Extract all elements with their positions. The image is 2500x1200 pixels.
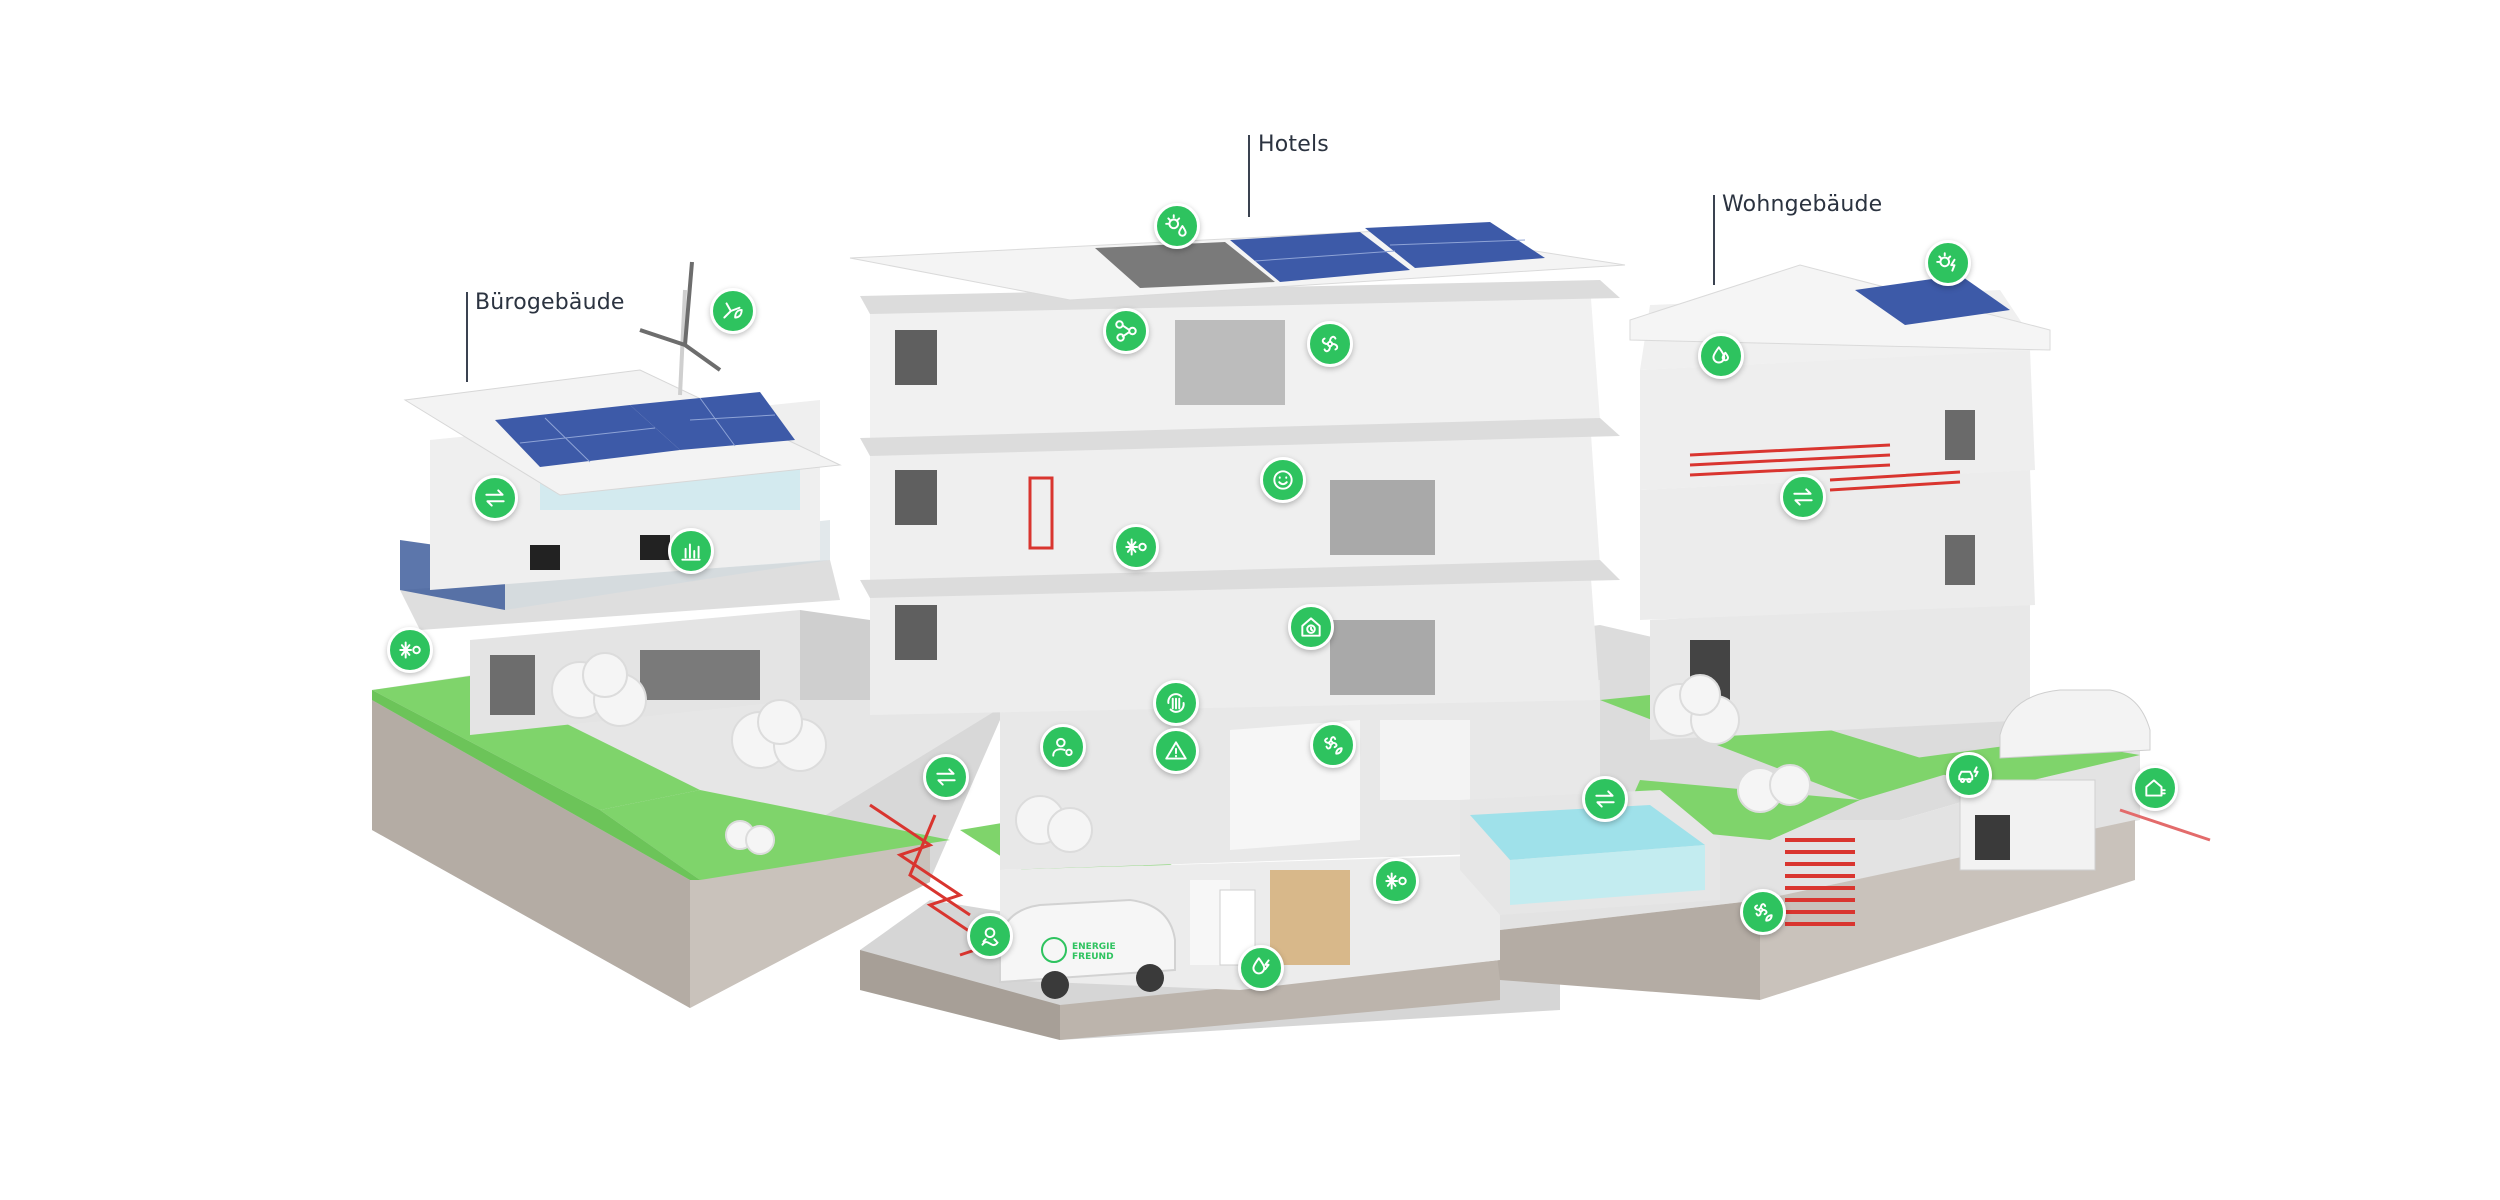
hotspot-office-heatpump[interactable]: [387, 627, 433, 673]
residential-label-leader: [1713, 195, 1715, 285]
office-label-leader: [466, 292, 468, 382]
sun-drop-icon: [1165, 214, 1187, 237]
van: [999, 898, 1176, 999]
hotspot-res-roof-solar[interactable]: [1925, 240, 1971, 286]
hotspot-hotel-comfort[interactable]: [1260, 457, 1306, 503]
hotspot-office-monitoring[interactable]: [668, 528, 714, 574]
snowflake-sun-icon: [1125, 538, 1147, 556]
office-building: [400, 261, 870, 735]
van-brand-line-1: ENERGIE: [1072, 942, 1116, 952]
hotspot-res-exchange[interactable]: [1780, 474, 1826, 520]
wind-leaf-icon: [723, 302, 743, 319]
residential-label: Wohngebäude: [1722, 192, 1883, 217]
bar-chart-icon: [681, 543, 701, 561]
hotspot-pool-exchange[interactable]: [1582, 776, 1628, 822]
battery-drop-icon: [1252, 957, 1270, 975]
fan-icon: [1321, 335, 1339, 353]
exchange-arrows-icon: [485, 489, 505, 507]
hotspot-ground-exchange[interactable]: [923, 754, 969, 800]
smiley-icon: [1273, 470, 1293, 490]
office-label: Bürogebäude: [475, 290, 625, 315]
hotels-label-leader: [1248, 135, 1250, 217]
car-bolt-icon: [1958, 766, 1979, 784]
exchange-arrows-icon: [1793, 488, 1813, 506]
snowflake-sun-icon: [1385, 872, 1407, 890]
network-nodes-icon: [1115, 320, 1137, 342]
residential-building: [1629, 264, 2211, 926]
hotspot-res-grid[interactable]: [2132, 765, 2178, 811]
hotspot-hotel-kitchen-fan[interactable]: [1310, 722, 1356, 768]
hotspot-office-exchange[interactable]: [472, 475, 518, 521]
fan-leaf-icon: [1324, 736, 1343, 755]
hotspot-hotel-heating[interactable]: [1153, 680, 1199, 726]
snowflake-sun-icon: [399, 641, 421, 659]
water-drop-icon: [1712, 346, 1730, 364]
trees: [551, 652, 1811, 855]
fan-leaf-icon: [1754, 903, 1773, 922]
house-plug-icon: [2145, 779, 2166, 797]
hotspot-res-storage[interactable]: [1740, 889, 1786, 935]
hotspot-geothermal[interactable]: [967, 913, 1013, 959]
hotspot-hotel-roof-solar[interactable]: [1154, 203, 1200, 249]
exchange-arrows-icon: [936, 768, 956, 786]
hotspot-hotel-warning[interactable]: [1153, 728, 1199, 774]
radiator-cycle-icon: [1167, 693, 1185, 713]
sun-bolt-icon: [1936, 252, 1956, 272]
hotels-label: Hotels: [1258, 132, 1329, 157]
hotspot-hotel-climate[interactable]: [1113, 524, 1159, 570]
pool: [1460, 790, 1720, 915]
hotspot-cellar-climate[interactable]: [1373, 858, 1419, 904]
hotspot-hotel-network[interactable]: [1103, 308, 1149, 354]
van-brand: ENERGIE FREUND: [1072, 942, 1116, 962]
geothermal-icon: [981, 927, 999, 947]
van-brand-line-2: FREUND: [1072, 952, 1114, 962]
hotspot-cellar-storage[interactable]: [1238, 945, 1284, 991]
hotspot-res-ev-charging[interactable]: [1946, 752, 1992, 798]
hotspot-hotel-ventilation[interactable]: [1307, 321, 1353, 367]
hotspot-hotel-user[interactable]: [1040, 724, 1086, 770]
hotspot-res-water[interactable]: [1698, 333, 1744, 379]
exchange-arrows-icon: [1595, 790, 1615, 808]
hotspot-hotel-smart-home[interactable]: [1288, 604, 1334, 650]
hotspot-office-wind[interactable]: [710, 288, 756, 334]
house-timer-icon: [1301, 617, 1321, 637]
warning-triangle-icon: [1165, 741, 1187, 760]
person-gear-icon: [1052, 737, 1073, 757]
